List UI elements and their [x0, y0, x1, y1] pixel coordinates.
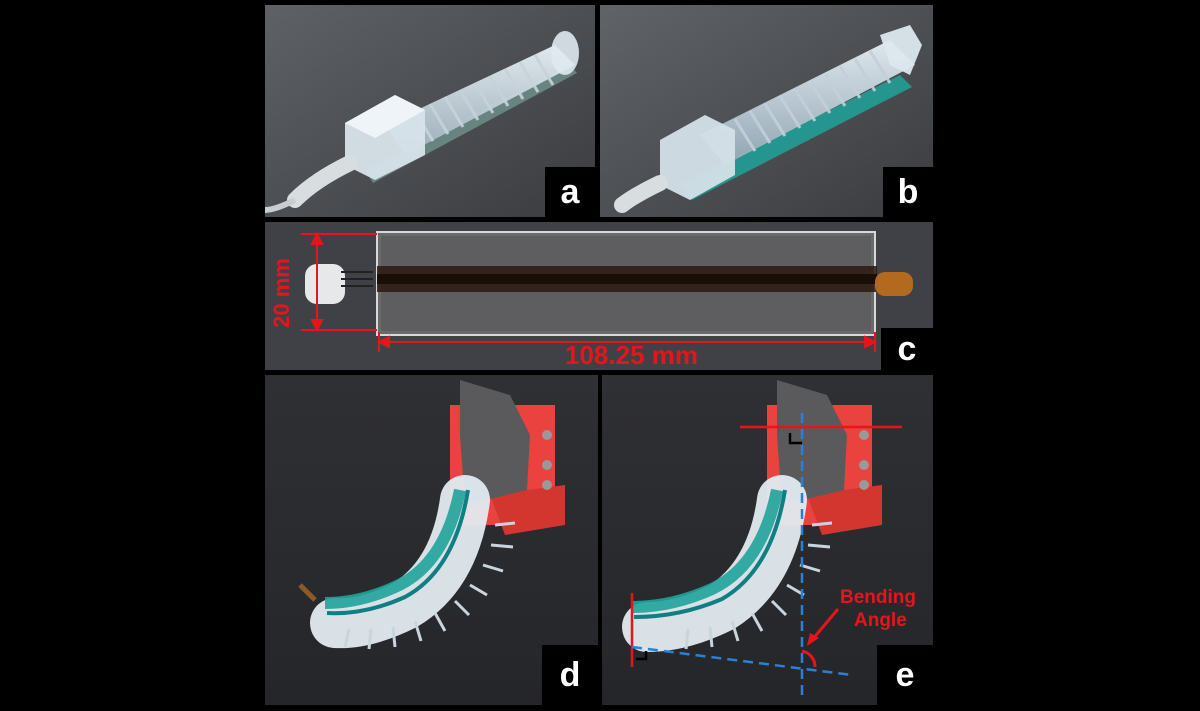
height-dimension-label: 20 mm — [268, 258, 294, 328]
dimension-lines — [301, 231, 878, 352]
panel-b: b — [600, 5, 933, 217]
panel-label-d: d — [542, 645, 598, 705]
length-dimension-label: 108.25 mm — [565, 340, 698, 370]
panel-c: 20 mm 108.25 mm c — [265, 222, 933, 370]
panel-label-a: a — [545, 167, 595, 217]
panel-d: d — [265, 375, 598, 705]
panel-a: a — [265, 5, 595, 217]
bending-label-line1: Bending — [840, 587, 916, 608]
angle-overlay — [630, 413, 902, 697]
panel-label-b: b — [883, 167, 933, 217]
actuator-photo-a — [265, 5, 595, 217]
panel-e: Bending Angle e — [602, 375, 933, 705]
bending-label-line2: Angle — [854, 610, 907, 631]
actuator-photo-b — [600, 5, 933, 217]
panel-label-c: c — [881, 328, 933, 370]
panel-label-e: e — [877, 645, 933, 705]
bent-actuator-photo-e — [602, 375, 933, 705]
sensor-photo-c — [265, 222, 933, 370]
